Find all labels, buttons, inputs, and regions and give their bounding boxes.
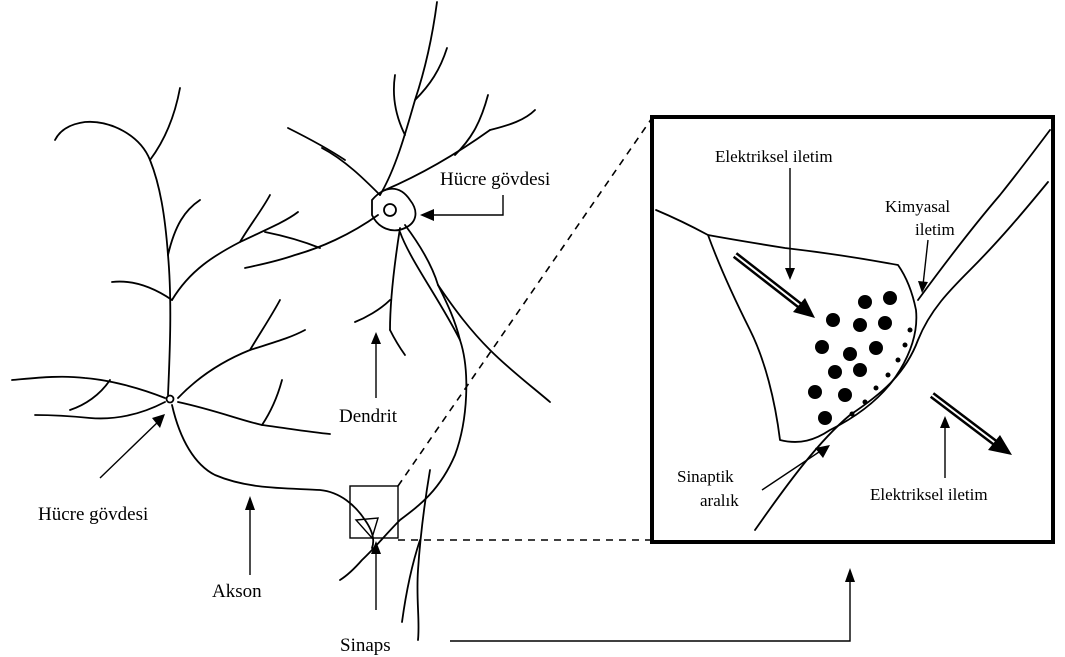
label-cleft-2: aralık: [700, 491, 739, 510]
label-electrical-in: Elektriksel iletim: [715, 147, 833, 166]
lower-neuron: [12, 88, 373, 548]
synapse-to-zoom-pointer: [450, 568, 855, 641]
label-cell-body-lower: Hücre gövdesi: [38, 504, 148, 525]
cell-body-upper-pointer: [420, 195, 503, 221]
label-axon: Akson: [212, 581, 262, 602]
axon-pointer: [245, 496, 255, 575]
label-cell-body-upper: Hücre gövdesi: [440, 169, 550, 190]
synapse-pointer: [371, 541, 381, 610]
label-cleft-1: Sinaptik: [677, 467, 734, 486]
label-chemical-1: Kimyasal: [885, 197, 950, 216]
upper-neuron: [245, 2, 550, 640]
label-electrical-out: Elektriksel iletim: [870, 485, 988, 504]
dendrite-pointer: [371, 332, 381, 398]
cell-body-lower-pointer: [100, 414, 165, 478]
label-chemical-2: iletim: [915, 220, 955, 239]
label-synapse: Sinaps: [340, 635, 391, 656]
label-dendrite: Dendrit: [339, 406, 398, 427]
